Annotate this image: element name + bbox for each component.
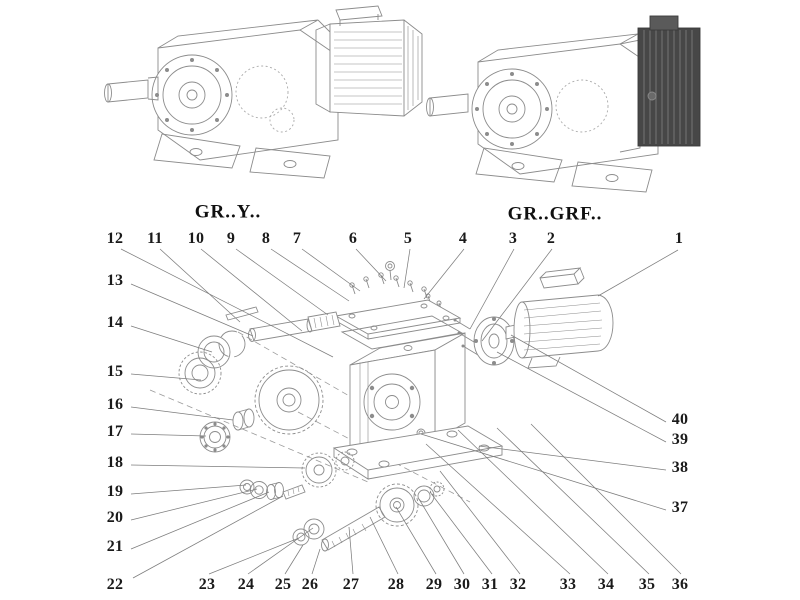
model-label-gr-grf: GR..GRF.. bbox=[507, 203, 603, 225]
callout-27: 27 bbox=[342, 576, 360, 593]
callout-33: 33 bbox=[559, 576, 577, 593]
callout-6: 6 bbox=[348, 230, 358, 247]
callout-9: 9 bbox=[226, 230, 236, 247]
output-shaft-assembly bbox=[292, 481, 445, 552]
callout-26: 26 bbox=[301, 576, 319, 593]
large-gear bbox=[254, 365, 324, 435]
callout-24: 24 bbox=[237, 576, 255, 593]
callout-16: 16 bbox=[106, 396, 124, 413]
motor-flange-parts bbox=[453, 316, 515, 366]
dark-fin-block bbox=[637, 27, 701, 147]
callout-12: 12 bbox=[106, 230, 124, 247]
callout-5: 5 bbox=[403, 230, 413, 247]
ring-gear bbox=[178, 351, 222, 395]
callout-35: 35 bbox=[638, 576, 656, 593]
callout-39: 39 bbox=[671, 431, 689, 448]
input-shaft-train bbox=[178, 306, 341, 395]
callout-36: 36 bbox=[671, 576, 689, 593]
washer-set bbox=[239, 479, 306, 500]
gear-housing bbox=[349, 332, 466, 456]
shaft-key bbox=[225, 306, 259, 321]
callout-15: 15 bbox=[106, 363, 124, 380]
callout-38: 38 bbox=[671, 459, 689, 476]
model-label-gr-y: GR..Y.. bbox=[194, 201, 262, 223]
callout-7: 7 bbox=[292, 230, 302, 247]
electric-motor bbox=[505, 267, 614, 369]
callout-37: 37 bbox=[671, 499, 689, 516]
callout-21: 21 bbox=[106, 538, 124, 555]
cover-gasket bbox=[340, 315, 464, 350]
callout-25: 25 bbox=[274, 576, 292, 593]
callout-17: 17 bbox=[106, 423, 124, 440]
callout-32: 32 bbox=[509, 576, 527, 593]
leader-lines bbox=[120, 248, 682, 579]
exploded-view bbox=[178, 261, 614, 552]
callout-11: 11 bbox=[147, 230, 163, 247]
callout-3: 3 bbox=[508, 230, 518, 247]
callout-30: 30 bbox=[453, 576, 471, 593]
callout-31: 31 bbox=[481, 576, 499, 593]
intermediate-gears bbox=[301, 451, 355, 488]
callout-18: 18 bbox=[106, 454, 124, 471]
snap-ring bbox=[218, 330, 246, 358]
callout-8: 8 bbox=[261, 230, 271, 247]
callout-10: 10 bbox=[187, 230, 205, 247]
callout-40: 40 bbox=[671, 411, 689, 428]
callout-19: 19 bbox=[106, 483, 124, 500]
ball-bearing bbox=[199, 421, 231, 453]
callout-2: 2 bbox=[546, 230, 556, 247]
spacer-sleeve bbox=[232, 408, 255, 431]
callout-13: 13 bbox=[106, 272, 124, 289]
callout-20: 20 bbox=[106, 509, 124, 526]
callout-1: 1 bbox=[674, 230, 684, 247]
callout-34: 34 bbox=[597, 576, 615, 593]
assembled-gearmotor-right bbox=[426, 15, 701, 193]
bolt-dots-right bbox=[475, 72, 549, 146]
callout-4: 4 bbox=[458, 230, 468, 247]
callout-29: 29 bbox=[425, 576, 443, 593]
top-cover bbox=[334, 299, 462, 340]
callout-14: 14 bbox=[106, 314, 124, 331]
callout-22: 22 bbox=[106, 576, 124, 593]
assembled-gearmotor-left bbox=[104, 5, 423, 179]
callout-23: 23 bbox=[198, 576, 216, 593]
callout-28: 28 bbox=[387, 576, 405, 593]
bolt-dots-left bbox=[155, 58, 229, 132]
breather-plug bbox=[385, 261, 395, 281]
